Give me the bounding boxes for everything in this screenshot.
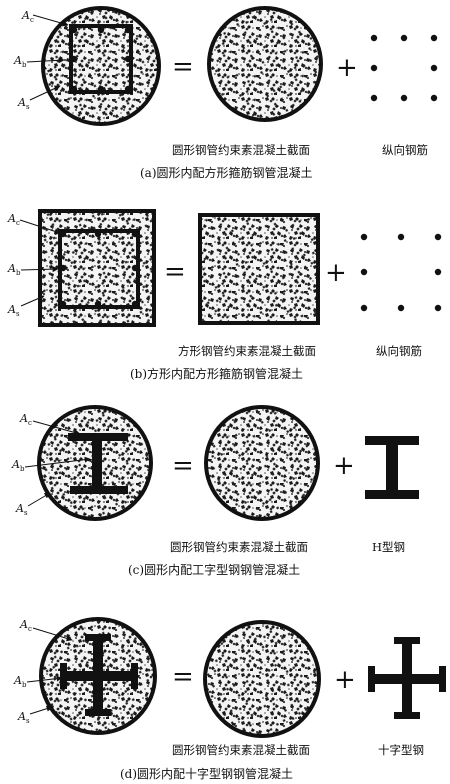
h-section-steel	[365, 436, 419, 499]
middle-caption: 圆形钢管约束素混凝土截面	[172, 743, 310, 757]
longitudinal-rebars	[360, 233, 442, 312]
right-caption: 纵向钢筋	[376, 344, 422, 358]
label-ab: Ab	[13, 54, 27, 69]
right-caption: 纵向钢筋	[382, 143, 428, 157]
composite-square-section	[38, 209, 156, 327]
middle-caption: 圆形钢管约束素混凝土截面	[170, 540, 308, 554]
panel-title: (c)圆形内配工字型钢钢管混凝土	[128, 562, 300, 577]
area-labels: Ac Ab As	[13, 618, 73, 725]
composite-circular-section	[41, 6, 161, 126]
longitudinal-rebar-dots	[70, 26, 132, 93]
h-section-steel	[68, 433, 128, 494]
longitudinal-rebars	[370, 34, 438, 102]
equals-sign: =	[172, 662, 194, 692]
plain-concrete-circular-section	[203, 620, 321, 738]
label-as: As	[17, 710, 30, 725]
area-labels: Ac Ab As	[11, 412, 91, 517]
equals-sign: =	[164, 257, 186, 287]
label-ab: Ab	[13, 674, 27, 689]
steel-tube	[38, 209, 156, 327]
cross-section-steel	[368, 637, 446, 719]
panel-title: (b)方形内配方形箍筋钢管混凝土	[130, 366, 303, 381]
plus-sign: +	[334, 665, 356, 695]
plain-concrete-circular-section	[207, 6, 323, 122]
label-ac: Ac	[21, 9, 34, 24]
area-labels: Ac Ab As	[13, 9, 69, 111]
steel-tube	[39, 617, 157, 735]
cross-section-steel	[60, 634, 138, 716]
panel-a: Ac Ab As = + 圆形钢管约束素混凝土截面 纵向钢筋 (a)圆形内配方形…	[13, 6, 438, 180]
plus-sign: +	[325, 258, 347, 288]
middle-caption: 方形钢管约束素混凝土截面	[178, 344, 316, 358]
panel-title: (a)圆形内配方形箍筋钢管混凝土	[140, 165, 313, 180]
label-ac: Ac	[19, 618, 32, 633]
steel-tube	[41, 6, 161, 126]
label-as: As	[7, 303, 20, 318]
composite-circular-section	[37, 405, 153, 521]
middle-caption: 圆形钢管约束素混凝土截面	[172, 143, 310, 157]
plain-concrete-square-section	[198, 213, 320, 325]
panel-d: Ac Ab As = + 圆形钢管约束素混凝土截面 十字型钢 (d)圆形内配十字…	[13, 617, 446, 781]
label-ac: Ac	[19, 412, 32, 427]
longitudinal-rebar-dots	[59, 230, 139, 308]
equals-sign: =	[172, 52, 194, 82]
panel-c: Ac Ab As = + 圆形钢管约束素混凝土截面 H型钢 (c)圆形内配工字型…	[11, 405, 419, 577]
plus-sign: +	[336, 53, 358, 83]
panel-b: Ac Ab As = + 方形钢管约束素混凝土截面 纵向钢筋 (b)方形内配方形…	[7, 209, 442, 381]
label-ab: Ab	[7, 262, 21, 277]
equals-sign: =	[172, 451, 194, 481]
steel-tube	[37, 405, 153, 521]
panel-title: (d)圆形内配十字型钢钢管混凝土	[120, 766, 293, 781]
label-as: As	[15, 502, 28, 517]
right-caption: H型钢	[372, 540, 405, 554]
plain-concrete-circular-section	[204, 405, 320, 521]
label-as: As	[17, 96, 30, 111]
label-ac: Ac	[7, 212, 20, 227]
plus-sign: +	[333, 451, 355, 481]
area-labels: Ac Ab As	[7, 212, 61, 318]
label-ab: Ab	[11, 458, 25, 473]
composite-circular-section	[39, 617, 157, 735]
right-caption: 十字型钢	[378, 743, 424, 757]
